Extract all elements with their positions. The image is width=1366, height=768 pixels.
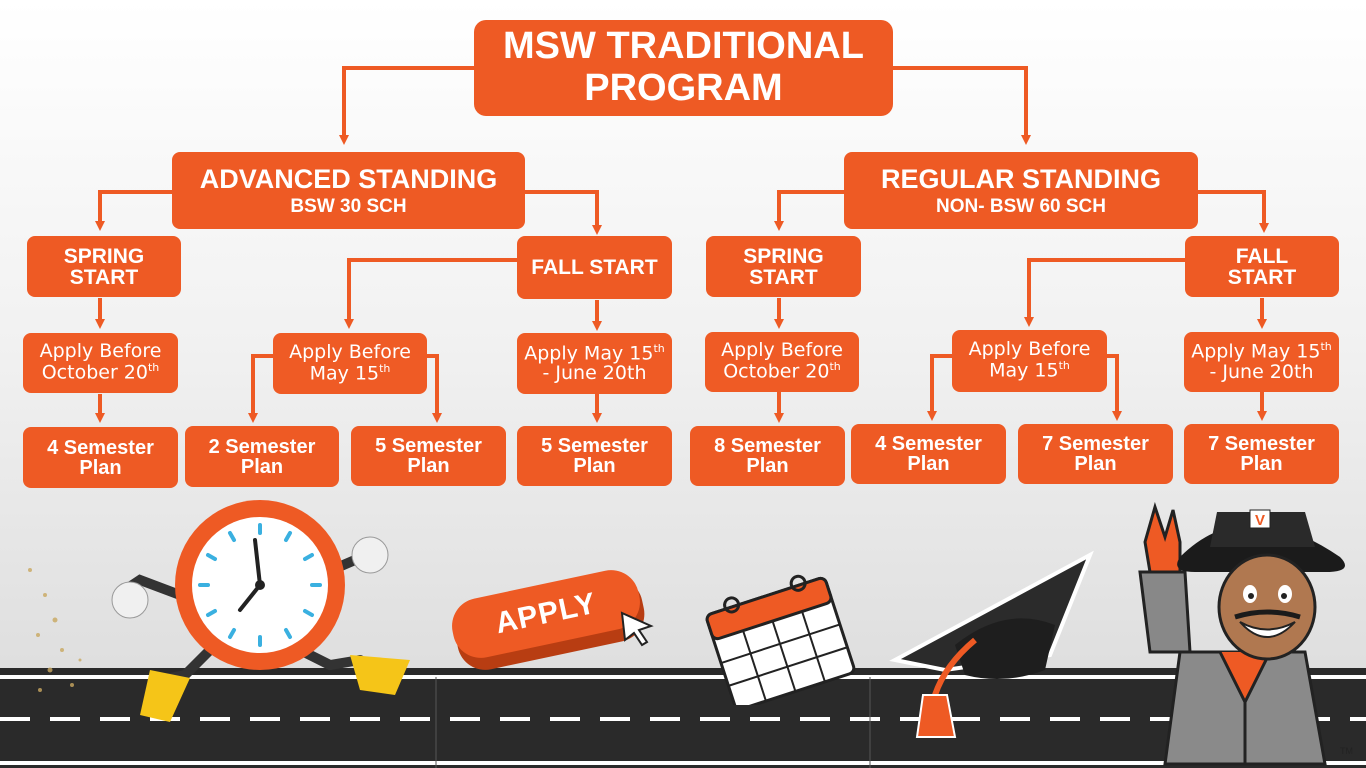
adv-spring-start-line1: SPRING [63, 244, 145, 268]
road-track [0, 668, 1366, 768]
cursor-icon [620, 611, 654, 647]
plan-line2: Plan [240, 455, 284, 478]
deadline-line1: Apply Before [39, 340, 162, 363]
regular-standing-subtitle: NON- BSW 60 SCH [936, 195, 1106, 217]
reg-deadline-october-box: Apply Before October 20th [705, 332, 859, 392]
advanced-standing-subtitle: BSW 30 SCH [290, 195, 407, 217]
reg-fall-start-line2: START [1227, 265, 1297, 289]
plan-line1: 8 Semester [714, 435, 821, 457]
adv-spring-start-line2: START [69, 265, 139, 289]
adv-fall-start-box: FALL START [517, 236, 672, 299]
reg-spring-plan-box: 8 Semester Plan [690, 426, 845, 486]
deadline-suffix: th [379, 361, 391, 375]
running-clock-icon [28, 500, 410, 722]
apply-label: APPLY [492, 586, 600, 641]
deadline-line1: Apply May 15 [1191, 340, 1321, 363]
program-title: MSW TRADITIONAL PROGRAM [503, 25, 864, 109]
deadline-line2: May 15 [989, 359, 1059, 382]
reg-deadline-range-box: Apply May 15th - June 20th [1184, 332, 1339, 392]
adv-spring-plan-box: 4 Semester Plan [23, 427, 178, 488]
plan-line1: 4 Semester [875, 433, 982, 455]
regular-standing-box: REGULAR STANDING NON- BSW 60 SCH [844, 152, 1198, 229]
reg-spring-start-line1: SPRING [743, 244, 824, 268]
adv-spring-start-box: SPRING START [27, 236, 181, 297]
reg-fall-plan-box: 7 Semester Plan [1184, 424, 1339, 484]
adv-may-plan-a-box: 2 Semester Plan [185, 426, 339, 487]
reg-fall-start-box: FALL START [1185, 236, 1339, 297]
adv-deadline-may-box: Apply Before May 15th [273, 333, 427, 394]
adv-deadline-october-box: Apply Before October 20th [23, 333, 178, 393]
deadline-line1: Apply Before [289, 340, 411, 363]
plan-line2: Plan [573, 455, 616, 477]
graduation-cap-icon [889, 550, 1094, 738]
plan-line2: Plan [1074, 453, 1117, 475]
regular-standing-title: REGULAR STANDING [881, 163, 1161, 194]
deadline-line1: Apply Before [721, 339, 843, 362]
adv-fall-start-label: FALL START [531, 256, 658, 279]
program-title-box: MSW TRADITIONAL PROGRAM [474, 20, 893, 116]
mascot-badge-letter: V [1255, 512, 1265, 529]
deadline-line2: October 20 [723, 360, 830, 383]
deadline-suffix: th [829, 360, 841, 374]
advanced-standing-box: ADVANCED STANDING BSW 30 SCH [172, 152, 525, 229]
reg-may-plan-b-box: 7 Semester Plan [1018, 424, 1173, 484]
calendar-icon [705, 574, 856, 705]
mascot-trademark: TM [1340, 746, 1353, 756]
deadline-line1: Apply Before [968, 338, 1091, 361]
advanced-standing-title: ADVANCED STANDING [199, 163, 498, 194]
reg-fall-start-line1: FALL [1235, 244, 1289, 268]
deadline-line2: May 15 [309, 362, 380, 385]
plan-line1: 5 Semester [375, 435, 482, 457]
apply-illustration: APPLY [445, 564, 665, 680]
reg-deadline-may-box: Apply Before May 15th [952, 330, 1107, 392]
reg-spring-start-line2: START [749, 265, 818, 289]
deadline-suffix: th [653, 341, 665, 355]
deadline-line2: October 20 [41, 361, 148, 384]
deadline-suffix: th [147, 361, 160, 375]
plan-line1: 7 Semester [1042, 433, 1149, 455]
plan-line1: 2 Semester [208, 435, 316, 458]
reg-spring-start-box: SPRING START [706, 236, 861, 297]
plan-line1: 4 Semester [47, 436, 154, 459]
adv-fall-plan-box: 5 Semester Plan [517, 426, 672, 486]
plan-line2: Plan [1240, 453, 1283, 475]
plan-line2: Plan [746, 455, 789, 477]
plan-line1: 5 Semester [541, 435, 648, 457]
vaquero-mascot: V TM [1138, 502, 1353, 766]
deadline-line2: - June 20th [1209, 360, 1314, 383]
deadline-line2: - June 20th [542, 362, 647, 385]
reg-may-plan-a-box: 4 Semester Plan [851, 424, 1006, 484]
plan-line2: Plan [907, 453, 950, 475]
plan-line2: Plan [79, 456, 122, 479]
plan-line1: 7 Semester [1208, 433, 1315, 455]
plan-line2: Plan [407, 455, 450, 477]
deadline-line1: Apply May 15 [524, 342, 654, 365]
deadline-suffix: th [1058, 359, 1070, 373]
deadline-suffix: th [1320, 340, 1332, 354]
adv-deadline-range-box: Apply May 15th - June 20th [517, 333, 672, 394]
adv-may-plan-b-box: 5 Semester Plan [351, 426, 506, 486]
